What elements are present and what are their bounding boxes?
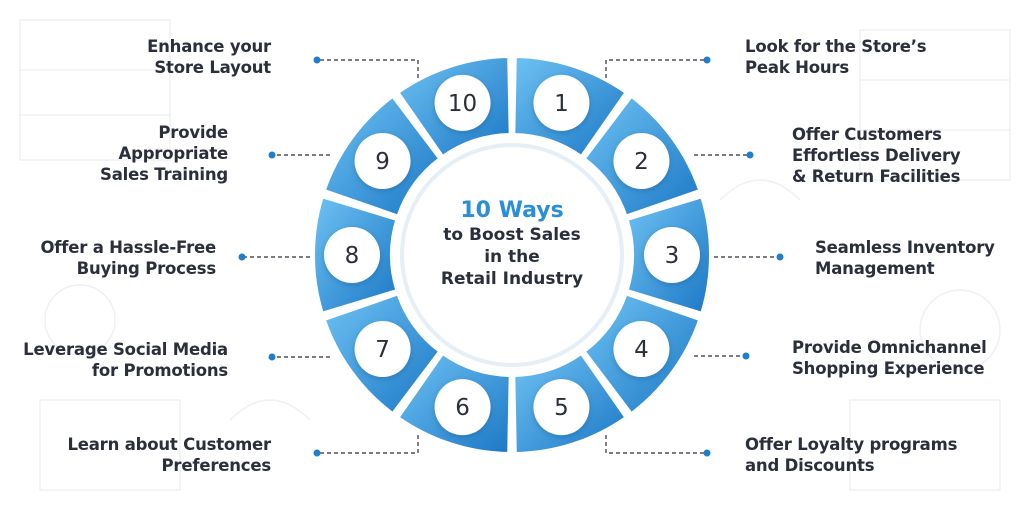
item-label-3: Seamless Inventory Management	[815, 238, 995, 278]
connector-dot-9	[268, 151, 276, 159]
connector-dot-1	[703, 56, 711, 64]
number-text-2: 2	[634, 149, 649, 175]
item-label-1: Look for the Store’s Peak Hours	[745, 37, 927, 77]
number-badge-9	[354, 132, 411, 189]
number-badge-7	[354, 321, 411, 378]
connector-dot-10	[313, 56, 321, 64]
number-text-6: 6	[455, 395, 470, 421]
title-rest: to Boost Sales in the Retail Industry	[440, 225, 584, 289]
number-text-8: 8	[345, 243, 360, 269]
connector-dot-5	[703, 449, 711, 457]
number-badge-10	[434, 74, 491, 131]
number-text-5: 5	[554, 395, 569, 421]
connector-10	[317, 59, 419, 78]
item-label-7: Leverage Social Media for Promotions	[23, 340, 228, 380]
connector-1	[605, 59, 707, 78]
number-text-10: 10	[448, 91, 477, 117]
number-badge-2	[613, 132, 670, 189]
center-disc	[400, 143, 624, 367]
item-label-9: Provide Appropriate Sales Training	[100, 123, 228, 184]
number-text-4: 4	[634, 337, 649, 363]
center-title: 10 Ways to Boost Sales in the Retail Ind…	[412, 198, 612, 290]
number-badge-5	[533, 379, 590, 436]
item-label-8: Offer a Hassle-Free Buying Process	[40, 238, 216, 278]
item-label-4: Provide Omnichannel Shopping Experience	[792, 338, 987, 378]
connector-dot-4	[742, 352, 750, 360]
connector-dot-7	[268, 353, 276, 361]
number-badge-4	[613, 321, 670, 378]
number-text-1: 1	[554, 91, 569, 117]
connector-dot-6	[313, 449, 321, 457]
connector-6	[317, 435, 419, 454]
item-label-10: Enhance your Store Layout	[147, 37, 271, 77]
item-label-5: Offer Loyalty programs and Discounts	[745, 435, 958, 475]
connector-dot-2	[746, 151, 754, 159]
number-text-9: 9	[375, 149, 390, 175]
number-text-3: 3	[665, 243, 680, 269]
number-badge-3	[644, 227, 700, 283]
number-text-7: 7	[375, 337, 390, 363]
number-badge-1	[533, 74, 590, 131]
number-badge-6	[434, 379, 491, 436]
number-badge-8	[324, 227, 380, 283]
title-highlight: 10 Ways	[460, 198, 564, 223]
item-label-2: Offer Customers Effortless Delivery & Re…	[792, 125, 961, 186]
connector-dot-8	[238, 253, 246, 261]
connector-dot-3	[776, 253, 784, 261]
connector-5	[605, 435, 707, 454]
item-label-6: Learn about Customer Preferences	[67, 435, 271, 475]
